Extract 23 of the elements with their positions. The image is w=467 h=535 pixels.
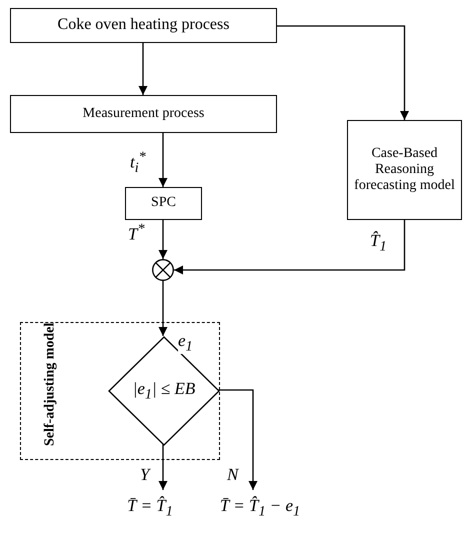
box-label: Case-Based Reasoning forecasting model	[353, 146, 456, 194]
arrow	[158, 281, 168, 336]
edge-label: Y	[140, 466, 150, 483]
model-box	[347, 120, 462, 220]
box-label: Measurement process	[82, 106, 204, 122]
arrow	[158, 133, 168, 187]
arrow	[158, 444, 168, 490]
formula-text: T̄ = T̂$_{1}$	[127, 496, 173, 520]
arrow	[174, 220, 406, 274]
box-label: Coke oven heating process	[58, 16, 230, 35]
dashed-group-box	[20, 322, 220, 460]
process-box	[10, 8, 277, 43]
box-label: SPC	[151, 195, 176, 212]
condition-text: |e$_{1}$| ≤ EB	[132, 379, 196, 403]
formula-text: T̄ = T̂$_{1}$ − e$_{1}$	[220, 496, 300, 520]
arrow	[158, 220, 168, 259]
arrow	[277, 25, 409, 120]
group-label: Self-adjusting model	[44, 322, 58, 448]
process-box	[125, 187, 202, 220]
arrow	[218, 389, 258, 490]
edge-label: N	[227, 466, 238, 483]
arrow	[138, 43, 148, 95]
process-box	[10, 95, 277, 133]
